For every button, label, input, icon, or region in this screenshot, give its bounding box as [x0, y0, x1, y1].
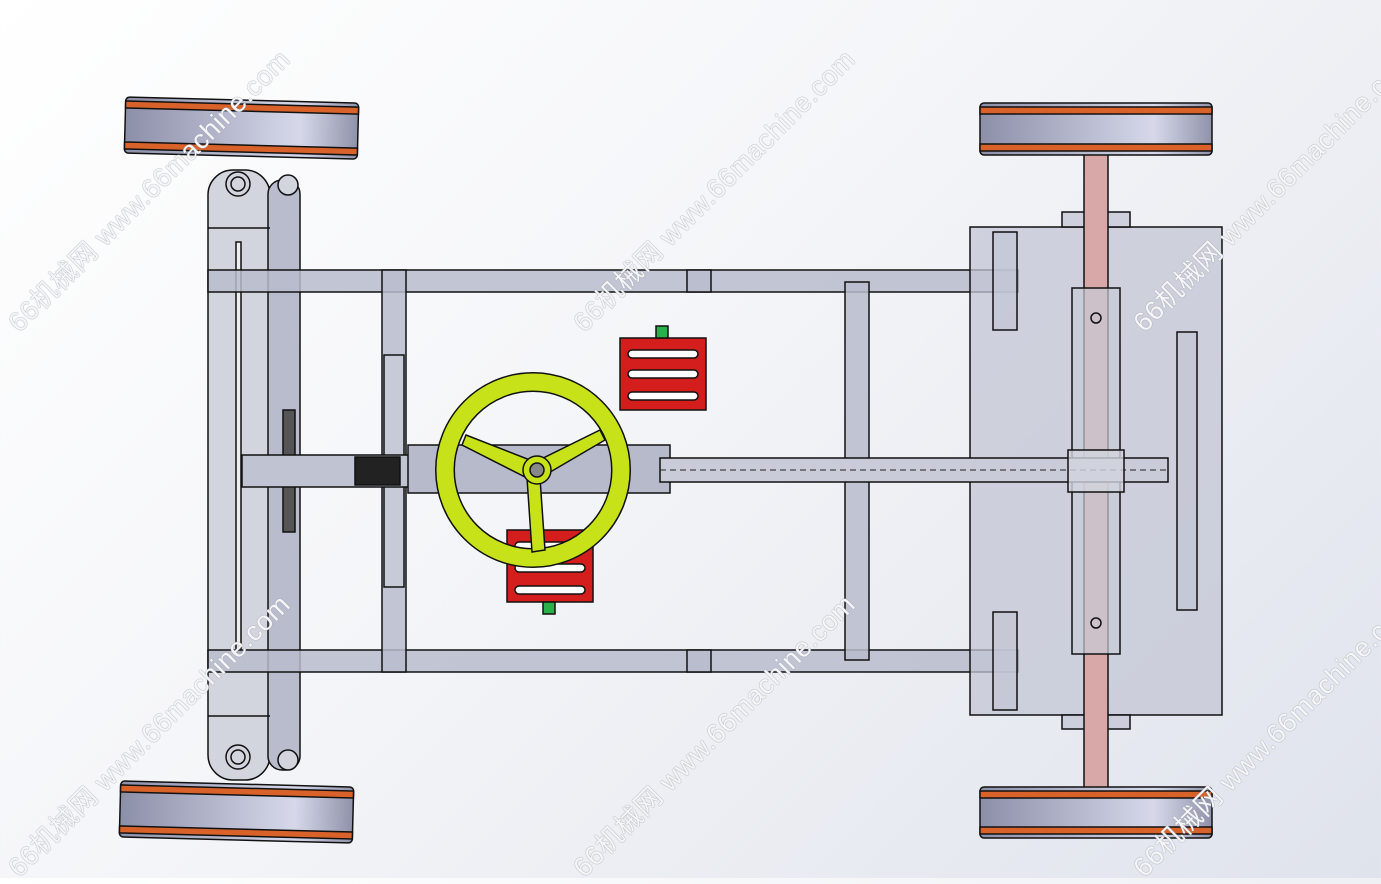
rear-left-wheel: [118, 780, 355, 844]
front-right-wheel: [979, 102, 1213, 156]
main-frame: [207, 269, 1019, 673]
sprocket: [1067, 449, 1125, 493]
front-left-wheel: [123, 96, 360, 160]
steering-wheel: [435, 372, 631, 568]
accelerator-pedal: [619, 325, 707, 411]
rear-right-wheel: [979, 786, 1213, 839]
